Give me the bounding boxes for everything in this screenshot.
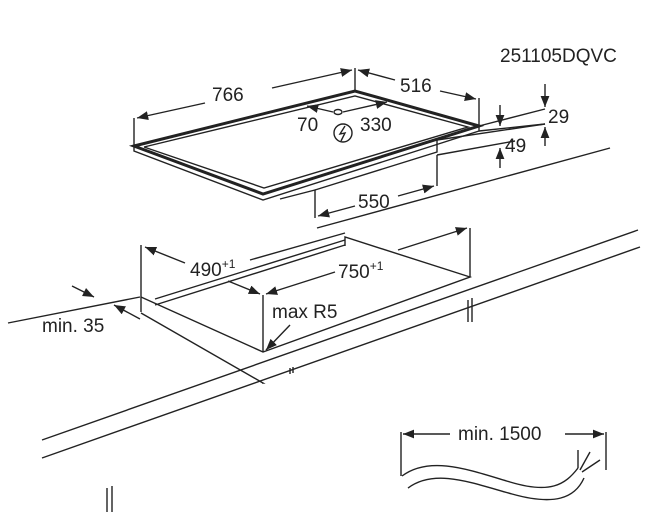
- dim-depth: 516: [357, 68, 480, 126]
- lightning-in-circle-icon: [333, 123, 353, 143]
- dim-corner-radius: max R5: [265, 302, 337, 351]
- cable: [401, 450, 601, 501]
- dim-cutout-width: 750+1: [262, 227, 471, 352]
- counter-back-line: [316, 147, 611, 229]
- connection-left-label: 70: [297, 115, 318, 136]
- cutout-width-label: 750+1: [338, 259, 384, 283]
- height-total-label: 29: [548, 107, 569, 128]
- width-label: 766: [212, 85, 244, 106]
- countertop: [7, 229, 641, 512]
- height-under-label: 49: [505, 136, 526, 157]
- connection-right-label: 330: [360, 115, 392, 136]
- body-width-label: 550: [358, 192, 390, 213]
- dim-connection: 70 330: [297, 100, 392, 143]
- dim-cable: min. 1500: [400, 424, 607, 476]
- cable-length-label: min. 1500: [458, 424, 541, 445]
- dim-heights: 29 49: [436, 84, 569, 168]
- dim-min-front: min. 35: [42, 285, 141, 337]
- drawing-code: 251105DQVC: [500, 46, 617, 67]
- dim-cutout-depth: 490+1: [140, 245, 261, 312]
- corner-radius-label: max R5: [272, 302, 337, 323]
- dim-width: 766: [133, 68, 356, 146]
- cutout-depth-label: 490+1: [190, 257, 236, 281]
- depth-label: 516: [400, 76, 432, 97]
- dim-body-width: 550: [314, 155, 438, 218]
- min-front-label: min. 35: [42, 316, 104, 337]
